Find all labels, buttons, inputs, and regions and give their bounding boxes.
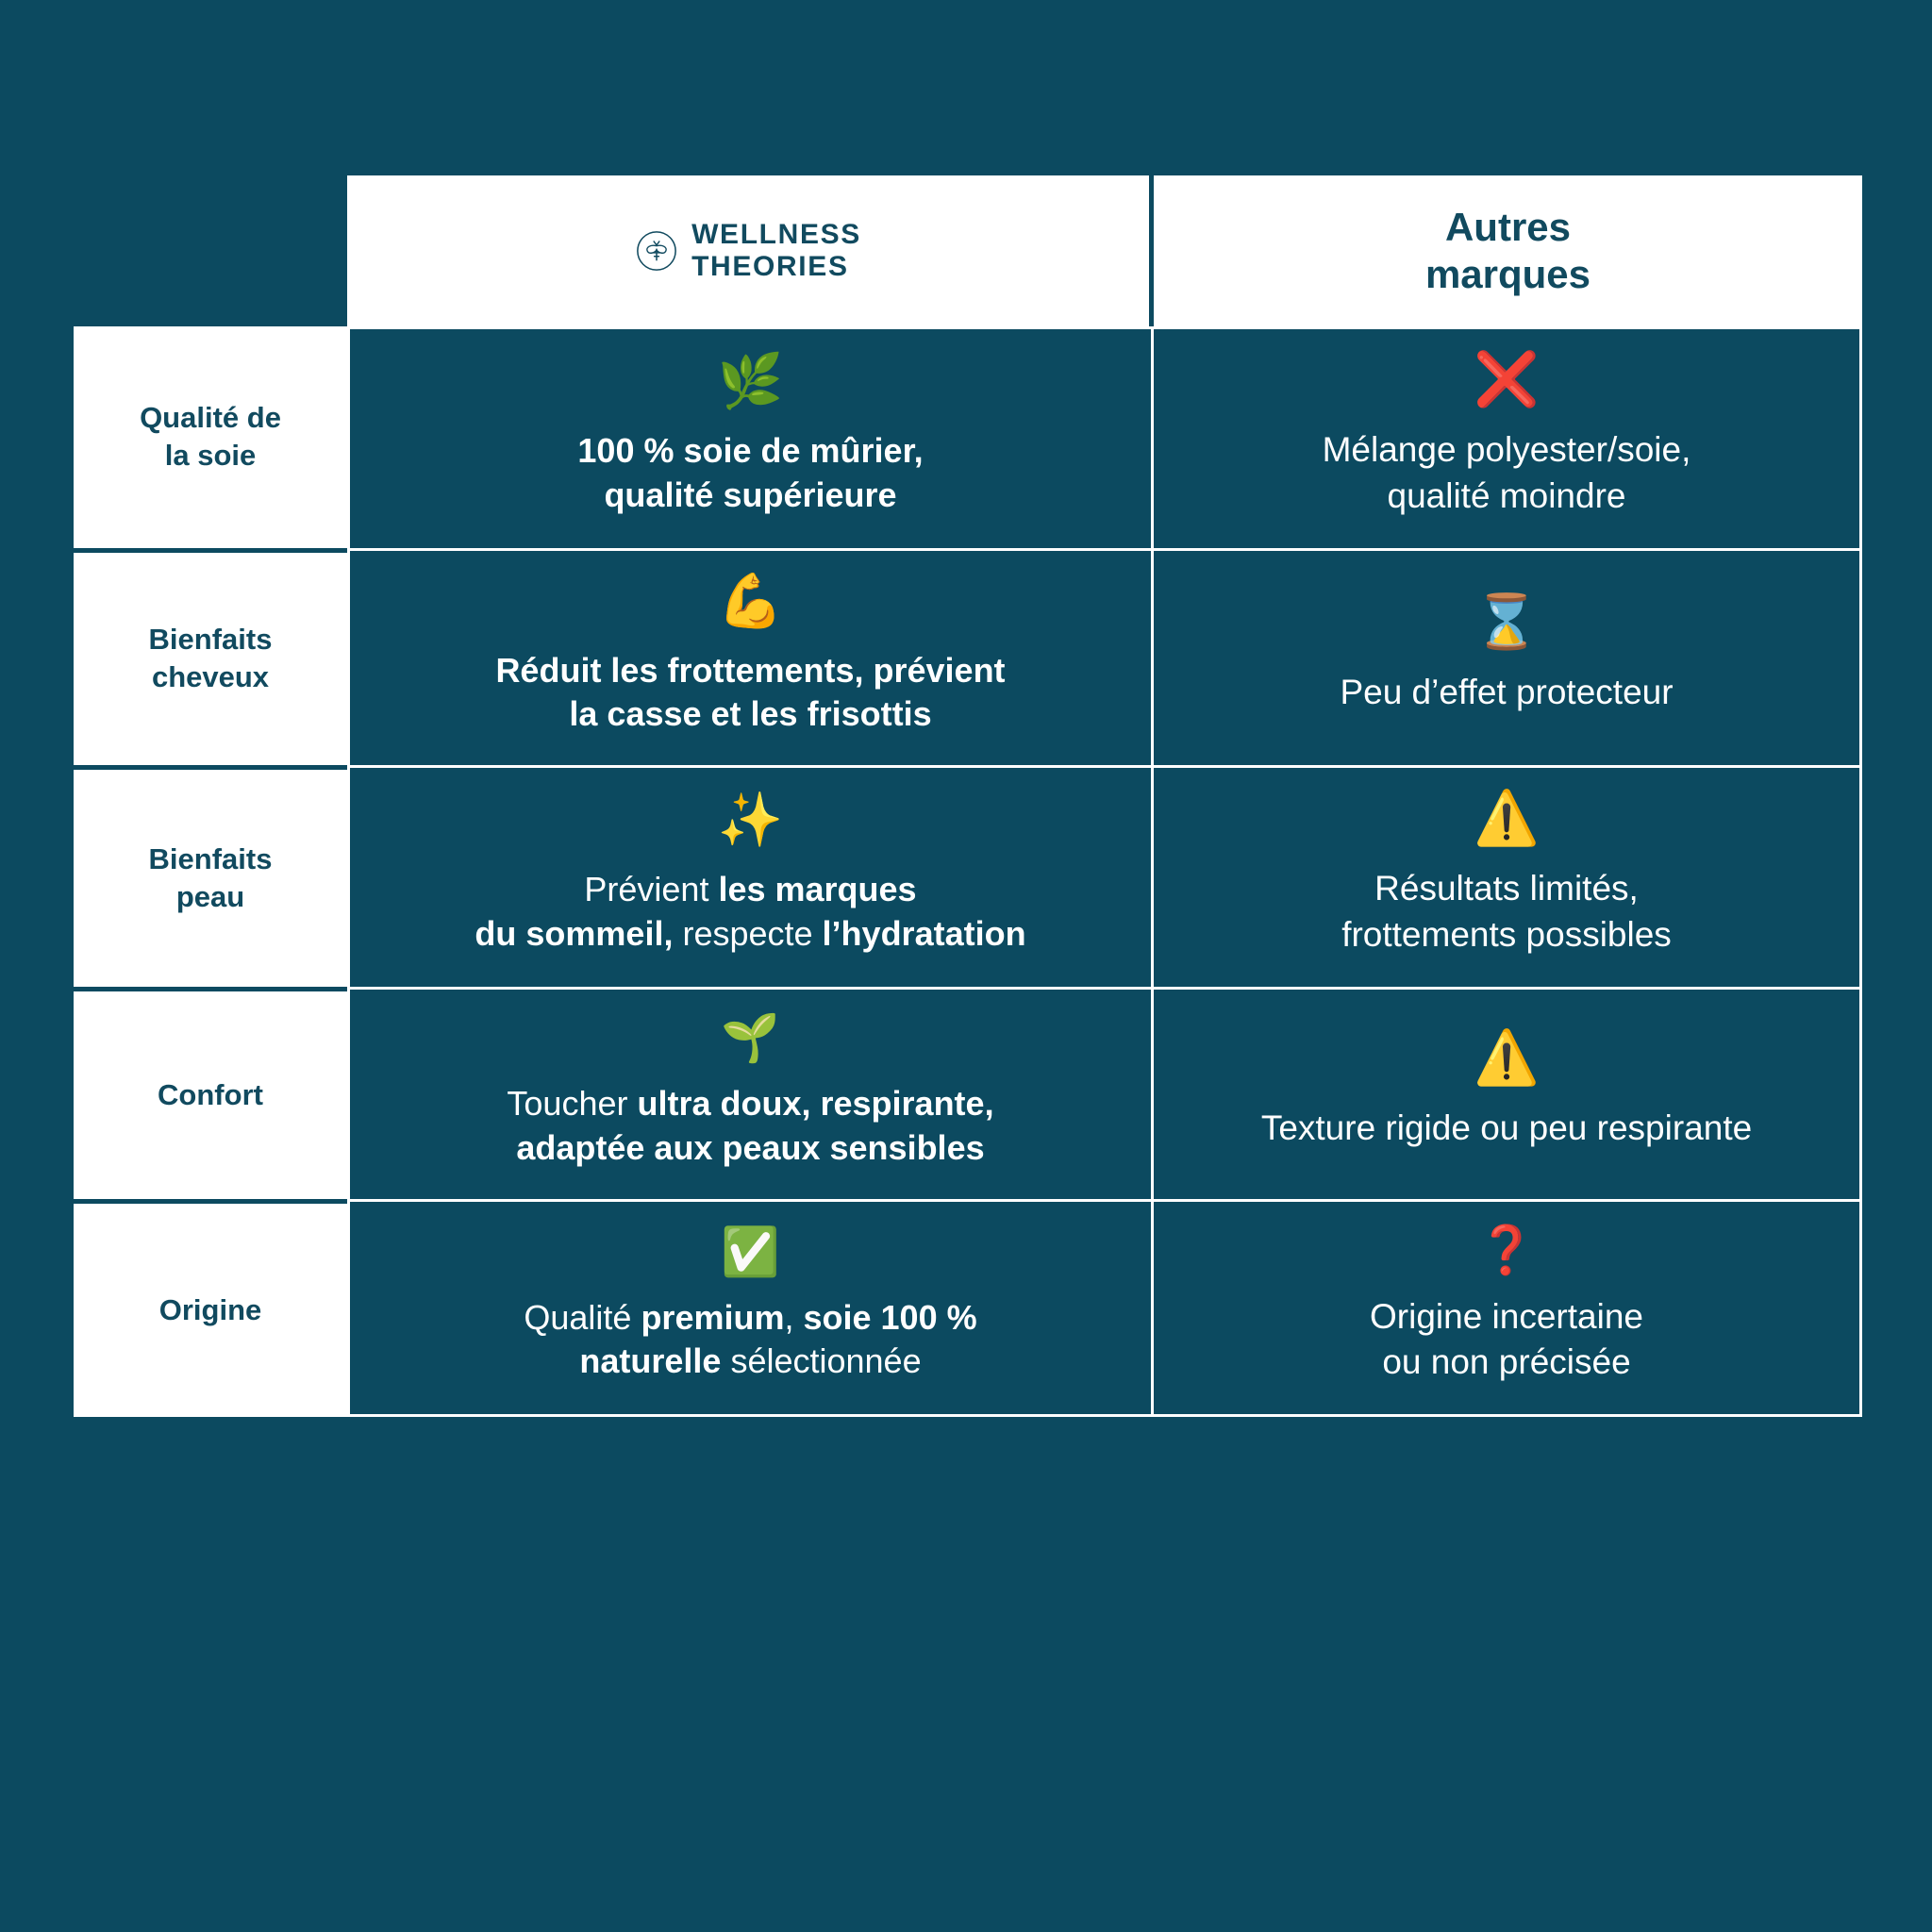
cell-brand-confort-text: Toucher ultra doux, respirante, adaptée … [507,1083,994,1167]
cell-other-origine-text: Origine incertaine ou non précisée [1370,1296,1643,1382]
cell-brand-origine-text: Qualité premium, soie 100 % naturelle sé… [524,1297,977,1381]
other-brands-title-line1: Autres [1444,205,1572,250]
cell-brand-cheveux: 💪 Réduit les frottements, prévient la ca… [347,547,1154,766]
brand-wordmark: WELLNESS THEORIES [691,219,861,282]
row-label-bienfaits-cheveux: Bienfaits cheveux [74,547,347,766]
cell-brand-qualite-text: 100 % soie de mûrier, qualité supérieure [577,431,924,514]
cell-brand-qualite: 🌿 100 % soie de mûrier, qualité supérieu… [347,326,1154,548]
flexed-biceps-emoji-icon: 💪 [717,570,784,632]
bee-circle-logo-icon [637,231,676,271]
cell-other-peau-text: Résultats limités, frottements possibles [1341,869,1672,955]
comparison-table-wrapper: WELLNESS THEORIES Autres marques [74,175,1862,1704]
row-label-line1: Bienfaits [148,841,273,875]
header-brand-column: WELLNESS THEORIES [347,175,1154,326]
cell-other-origine: ❓ Origine incertaine ou non précisée [1154,1198,1862,1418]
cell-brand-confort: 🌱 Toucher ultra doux, respirante, adapté… [347,986,1154,1199]
brand-wordmark-line1: WELLNESS [691,219,861,251]
cell-other-cheveux: ⌛ Peu d’effet protecteur [1154,547,1862,766]
row-label-confort: Confort [74,986,347,1199]
red-question-mark-emoji-icon: ❓ [1476,1222,1537,1277]
row-label-line2: cheveux [151,660,270,694]
comparison-table: WELLNESS THEORIES Autres marques [74,175,1862,1418]
red-cross-mark-emoji-icon: ❌ [1474,349,1540,410]
row-label-line1: Qualité de [140,401,281,435]
other-brands-title-line2: marques [1424,252,1591,296]
row-label-origine: Origine [74,1198,347,1418]
row-label-qualite-de-la-soie: Qualité de la soie [74,326,347,548]
cell-brand-cheveux-text: Réduit les frottements, prévient la cass… [495,650,1006,734]
cell-brand-peau-text: Prévient les marques du sommeil, respect… [475,870,1026,954]
cell-other-confort-text: Texture rigide ou peu respirante [1260,1108,1753,1148]
warning-triangle-emoji-icon: ⚠️ [1474,1027,1540,1090]
cell-other-qualite: ❌ Mélange polyester/soie, qualité moindr… [1154,326,1862,548]
table-header-row: WELLNESS THEORIES Autres marques [74,175,1862,326]
other-brands-title: Autres marques [1173,204,1843,297]
table-row: Qualité de la soie 🌿 100 % soie de mûrie… [74,326,1862,548]
row-label-bienfaits-peau: Bienfaits peau [74,765,347,987]
brand-wordmark-line2: THEORIES [691,251,849,282]
cell-other-peau: ⚠️ Résultats limités, frottements possib… [1154,765,1862,987]
header-corner-spacer [74,175,347,326]
cell-brand-origine: ✅ Qualité premium, soie 100 % naturelle … [347,1198,1154,1418]
check-mark-button-emoji-icon: ✅ [721,1224,780,1279]
cell-other-cheveux-text: Peu d’effet protecteur [1340,673,1674,712]
row-label-line2: peau [175,880,245,914]
cell-brand-peau: ✨ Prévient les marques du sommeil, respe… [347,765,1154,987]
table-body: Qualité de la soie 🌿 100 % soie de mûrie… [74,326,1862,1418]
table-row: Bienfaits cheveux 💪 Réduit les frottemen… [74,547,1862,766]
sparkles-emoji-icon: ✨ [717,790,784,852]
cell-other-confort: ⚠️ Texture rigide ou peu respirante [1154,986,1862,1199]
table-row: Confort 🌱 Toucher ultra doux, respirante… [74,986,1862,1199]
table-row: Bienfaits peau ✨ Prévient les marques du… [74,765,1862,987]
cell-other-qualite-text: Mélange polyester/soie, qualité moindre [1322,430,1691,515]
hourglass-emoji-icon: ⌛ [1474,591,1540,654]
row-label-line1: Bienfaits [148,623,273,657]
row-label-line1: Confort [158,1077,263,1111]
warning-triangle-emoji-icon: ⚠️ [1474,788,1540,850]
table-row: Origine ✅ Qualité premium, soie 100 % na… [74,1198,1862,1418]
brand-logo-lockup: WELLNESS THEORIES [635,219,861,282]
header-other-column: Autres marques [1154,175,1862,326]
herb-leaf-emoji-icon: 🌿 [717,351,784,413]
row-label-line2: la soie [164,439,257,473]
row-label-line1: Origine [158,1292,262,1326]
seedling-emoji-icon: 🌱 [721,1009,780,1065]
